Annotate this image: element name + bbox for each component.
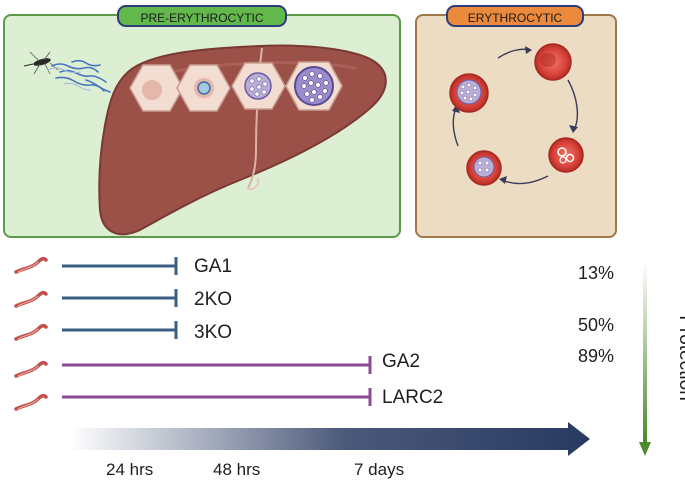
hepatocyte-2 [176,64,231,112]
protection-label: Protection [675,315,685,401]
rbc-trophozoite [466,150,502,186]
rbc-ring-stage [548,137,584,173]
hepatocyte-4 [285,61,343,111]
protection-value-1: 13% [578,263,615,283]
rbc-healthy [534,43,572,81]
strain-label-ga1: GA1 [194,256,233,277]
strain-label-3ko: 3KO [194,322,233,343]
sporozoite-icon-2 [14,290,48,308]
mosquito-icon [23,51,59,75]
erythrocytic-panel [415,14,617,238]
gallbladder-duct [247,177,260,191]
strain-label-larc2: LARC2 [382,387,444,408]
sporozoite-trails [51,59,111,93]
timeline-tick-24hrs: 24 hrs [106,460,154,479]
parasite-icons [14,256,48,411]
protection-arrow [639,262,651,456]
strain-label-ga2: GA2 [382,351,421,372]
pre-erythrocytic-label: PRE-ERYTHROCYTIC [117,5,287,27]
protection-value-3: 89% [578,346,615,366]
strain-label-2ko: 2KO [194,289,233,310]
hepatocyte-3 [231,62,286,110]
erythrocytic-cycle-arrows [452,46,579,185]
timeline-tick-7days: 7 days [354,460,405,479]
protection-value-2: 50% [578,315,615,335]
sporozoite-icon-4 [14,360,48,378]
sporozoite-icon-5 [14,393,48,411]
erythrocytic-label: ERYTHROCYTIC [446,5,584,27]
sporozoite-trails-light [47,67,91,91]
timeline-arrow [70,422,590,456]
sporozoite-icon-3 [14,323,48,341]
sporozoite-icon-1 [14,256,48,274]
strain-arrest-lines [62,257,372,406]
rbc-schizont [449,73,489,113]
timeline-tick-48hrs: 48 hrs [213,460,261,479]
